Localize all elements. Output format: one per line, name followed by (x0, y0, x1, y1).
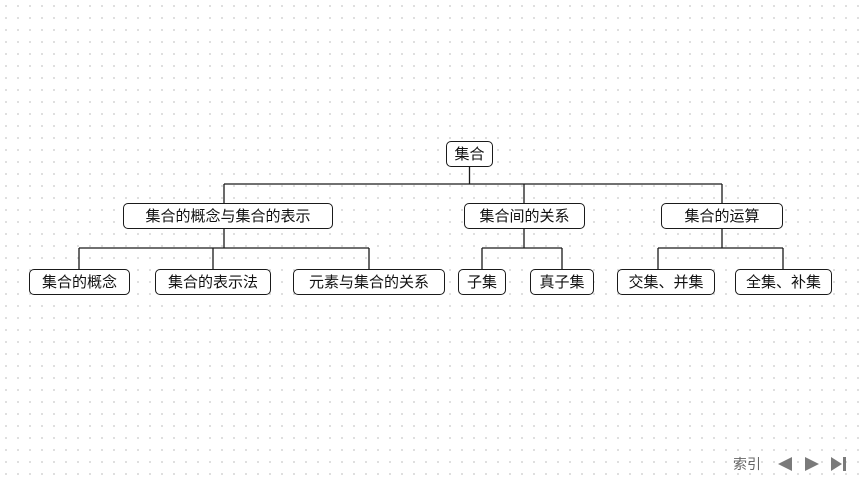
skip-to-end-icon[interactable] (830, 455, 848, 473)
leaf-node-universal-complement: 全集、补集 (735, 269, 832, 295)
triangle-right-icon[interactable] (803, 455, 821, 473)
triangle-left-icon[interactable] (776, 455, 794, 473)
leaf-node-proper-subset: 真子集 (530, 269, 594, 295)
leaf-node-representation-methods: 集合的表示法 (155, 269, 271, 295)
index-link[interactable]: 索引 (733, 457, 761, 473)
branch-node-concept-representation: 集合的概念与集合的表示 (123, 203, 333, 229)
branch-node-relations: 集合间的关系 (464, 203, 585, 229)
leaf-node-set-concept: 集合的概念 (29, 269, 130, 295)
leaf-node-intersection-union: 交集、并集 (617, 269, 715, 295)
leaf-node-element-set-relation: 元素与集合的关系 (293, 269, 445, 295)
root-node: 集合 (446, 141, 493, 167)
branch-node-operations: 集合的运算 (661, 203, 783, 229)
slide-navigation: 索引 (733, 454, 848, 474)
leaf-node-subset: 子集 (458, 269, 506, 295)
